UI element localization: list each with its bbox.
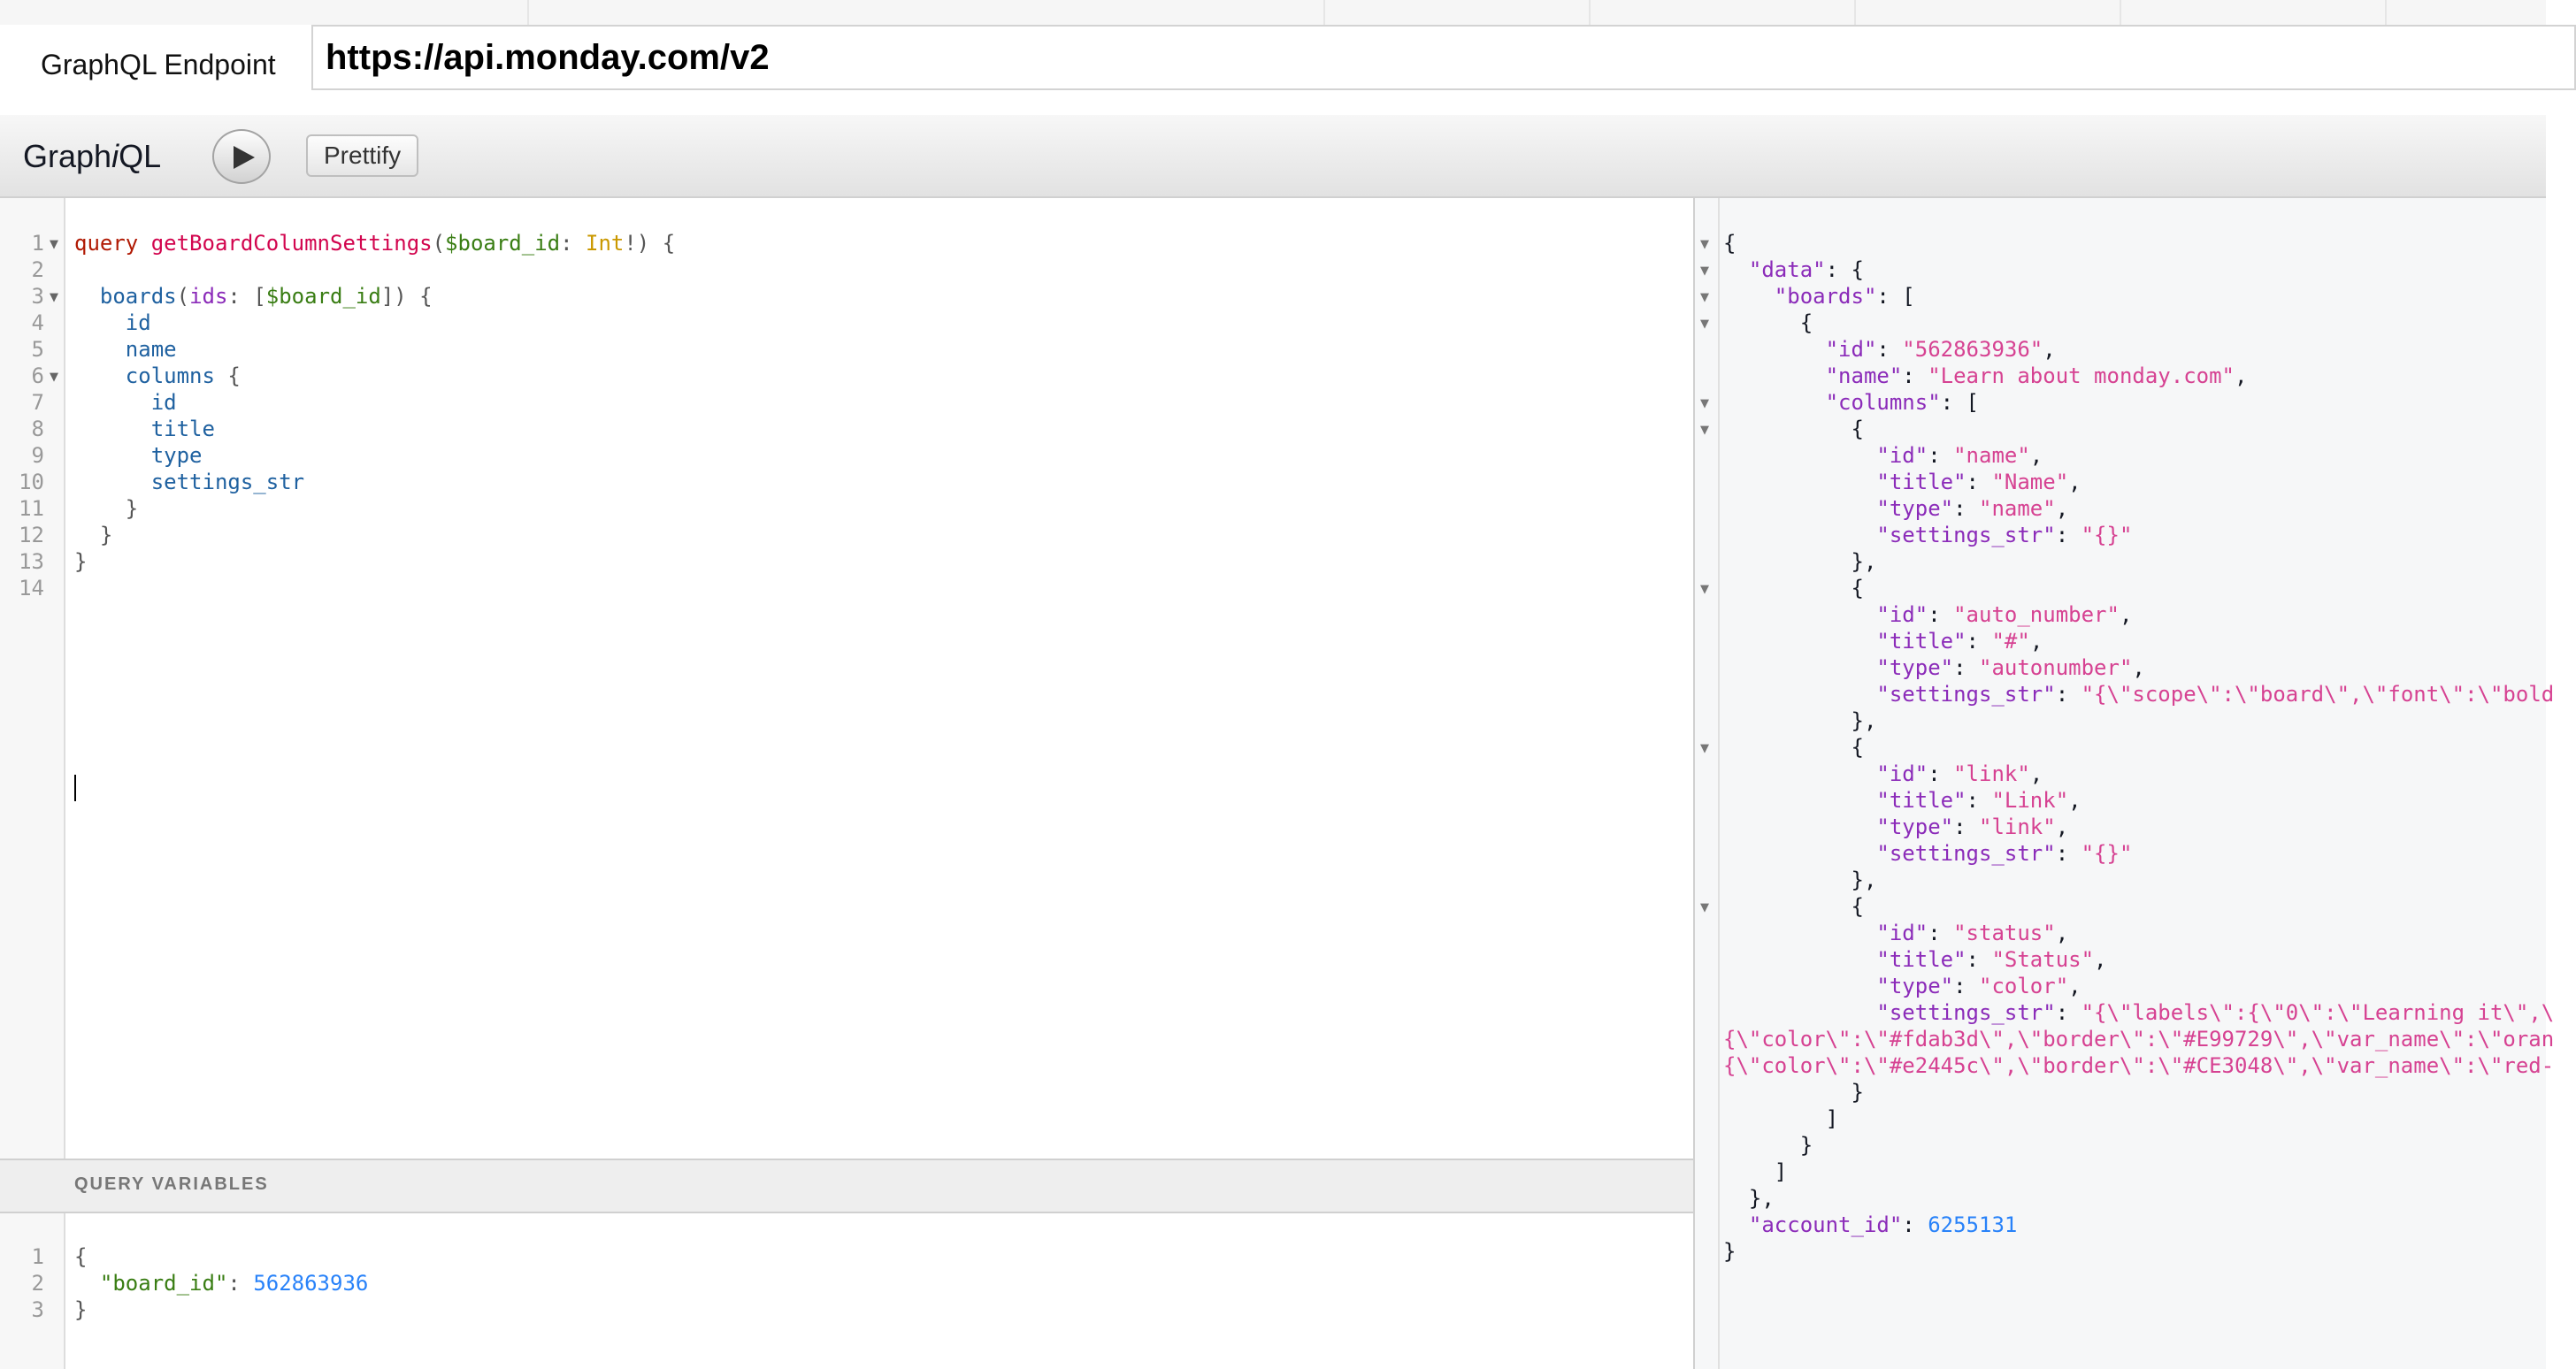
fold-arrow-icon[interactable]: ▼ <box>1700 742 1709 755</box>
fold-arrow-icon[interactable]: ▼ <box>1700 291 1709 304</box>
logo-italic: i <box>111 138 119 174</box>
fold-arrow-icon[interactable]: ▼ <box>1700 238 1709 251</box>
endpoint-url-input[interactable]: https://api.monday.com/v2 <box>311 25 2576 90</box>
tab-separator <box>527 0 529 25</box>
text-cursor <box>74 775 76 801</box>
top-tab-strip <box>0 0 2546 25</box>
fold-arrow-icon[interactable]: ▼ <box>50 291 58 304</box>
graphiql-toolbar: GraphiQL Prettify <box>0 115 2546 198</box>
logo-prefix: Graph <box>23 138 112 174</box>
tab-separator <box>2385 0 2387 25</box>
result-json: { "data": { "boards": [ { "id": "5628639… <box>1723 231 2555 1264</box>
prettify-button[interactable]: Prettify <box>306 134 419 177</box>
graphiql-logo: GraphiQL <box>23 136 161 177</box>
fold-arrow-icon[interactable]: ▼ <box>1700 424 1709 437</box>
result-pane: ▼ ▼ ▼ ▼ ▼ ▼ ▼ ▼ ▼ { "data": { "boards": … <box>1695 198 2554 1369</box>
query-code[interactable]: query getBoardColumnSettings($board_id: … <box>74 231 676 574</box>
logo-suffix: QL <box>119 138 162 174</box>
query-variables-header[interactable]: QUERY VARIABLES <box>0 1159 1693 1213</box>
endpoint-label: GraphQL Endpoint <box>41 49 276 80</box>
tab-separator <box>2120 0 2121 25</box>
variables-code[interactable]: { "board_id": 562863936} <box>74 1244 369 1322</box>
result-gutter: ▼ ▼ ▼ ▼ ▼ ▼ ▼ ▼ ▼ <box>1695 198 1720 1369</box>
pane-divider[interactable] <box>1693 198 1695 1369</box>
fold-arrow-icon[interactable]: ▼ <box>1700 397 1709 410</box>
tab-separator <box>1854 0 1856 25</box>
fold-arrow-icon[interactable]: ▼ <box>50 371 58 384</box>
play-icon <box>234 146 255 169</box>
fold-arrow-icon[interactable]: ▼ <box>1700 317 1709 331</box>
tab-separator <box>1323 0 1325 25</box>
execute-query-button[interactable] <box>212 129 271 184</box>
query-variables-title: QUERY VARIABLES <box>74 1174 269 1194</box>
tab-separator <box>1589 0 1591 25</box>
fold-arrow-icon[interactable]: ▼ <box>1700 901 1709 914</box>
fold-arrow-icon[interactable]: ▼ <box>50 238 58 251</box>
fold-arrow-icon[interactable]: ▼ <box>1700 264 1709 278</box>
endpoint-bar: GraphQL Endpoint https://api.monday.com/… <box>0 25 2576 115</box>
fold-arrow-icon[interactable]: ▼ <box>1700 583 1709 596</box>
